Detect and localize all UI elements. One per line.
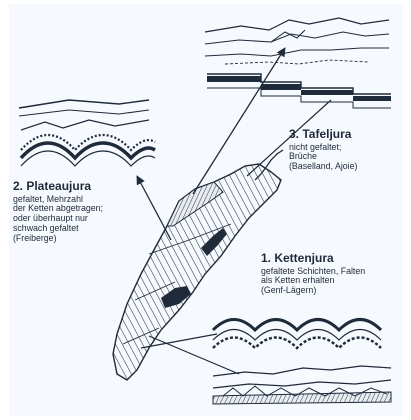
plateaujura-description: gefaltet, Mehrzahl der Ketten abgetragen… xyxy=(13,195,103,245)
label-tafeljura: 3. Tafeljura nicht gefaltet; Brüche (Bas… xyxy=(289,128,357,172)
jura-diagram: 3. Tafeljura nicht gefaltet; Brüche (Bas… xyxy=(9,4,403,416)
label-plateaujura: 2. Plateaujura gefaltet, Mehrzahl der Ke… xyxy=(13,180,103,244)
arrow-plateaujura xyxy=(137,176,171,240)
arrow-kettenjura-2 xyxy=(149,336,239,374)
molasse-section xyxy=(213,366,391,404)
plateaujura-section xyxy=(19,100,155,166)
kettenjura-title: 1. Kettenjura xyxy=(261,252,365,266)
plateaujura-title: 2. Plateaujura xyxy=(13,180,103,194)
tafeljura-section xyxy=(205,18,391,108)
label-kettenjura: 1. Kettenjura gefaltete Schichten, Falte… xyxy=(261,252,365,296)
tafeljura-title: 3. Tafeljura xyxy=(289,128,357,142)
kettenjura-section xyxy=(213,320,381,349)
kettenjura-description: gefaltete Schichten, Falten als Ketten e… xyxy=(261,267,365,297)
tafeljura-description: nicht gefaltet; Brüche (Baselland, Ajoie… xyxy=(289,143,357,173)
